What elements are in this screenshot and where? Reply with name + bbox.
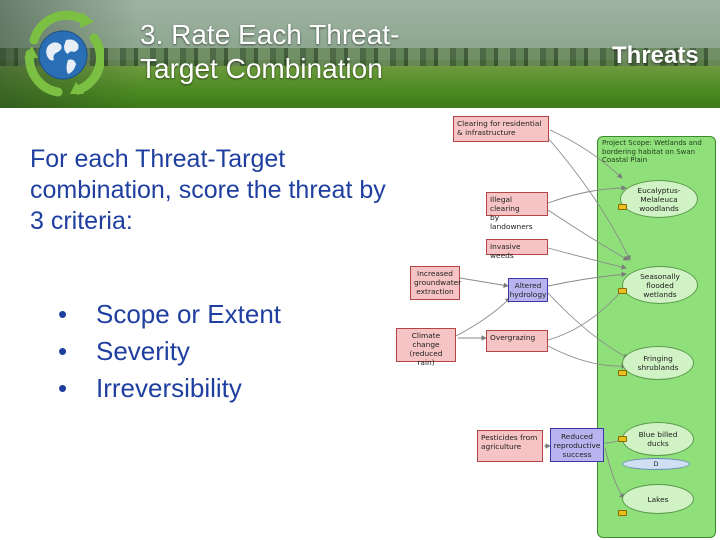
factor-reproductive-line1: Reduced [560,431,593,441]
slide-title-line2: Target Combination [140,53,383,84]
threat-groundwater-line2: groundwater [414,278,462,287]
subtarget-d: D [622,458,690,470]
threat-pesticides: Pesticides from agriculture [477,430,543,462]
intro-text: For each Threat-Target combination, scor… [30,145,386,235]
threat-illegal-clearing-line1: Illegal clearing [490,195,520,213]
threat-pesticides-line2: agriculture [481,442,522,451]
slide-title: 3. Rate Each Threat- Target Combination [140,18,490,86]
banner-treeline [0,48,720,68]
threats-heading: Threats [612,42,699,69]
criteria-list: Scope or Extent Severity Irreversibility [58,296,281,407]
threat-overgrazing-line1: Overgrazing [490,333,536,342]
factor-reproductive-line2: reproductive [553,440,601,450]
factor-altered-hydrology-line1: Altered [514,281,542,290]
target-wetlands-line2: flooded [646,280,674,290]
criteria-item-irreversibility: Irreversibility [58,370,281,407]
threat-illegal-clearing: Illegal clearing by landowners [486,192,548,231]
target-eucalyptus-line3: woodlands [639,203,679,213]
criteria-item-scope: Scope or Extent [58,296,281,333]
factor-reduced-reproductive-success: Reduced reproductive success [550,428,604,462]
target-status-tick [618,204,627,210]
banner-grass [0,66,720,108]
threat-groundwater: Increased groundwater extraction [410,266,462,300]
threat-clearing: Clearing for residential & infrastructur… [453,116,549,142]
factor-altered-hydrology: Altered hydrology [508,278,548,302]
target-status-tick [618,370,627,376]
target-status-tick [618,288,627,294]
target-status-tick [618,510,627,516]
threat-invasive-weeds-line1: Invasive weeds [490,242,521,260]
threat-groundwater-line3: extraction [416,287,454,296]
factor-reproductive-line3: success [562,449,592,459]
target-fringing-shrublands: Fringing shrublands [622,346,694,380]
target-lakes: Lakes [622,484,694,514]
target-lakes-line1: Lakes [647,494,669,504]
slide-title-line1: 3. Rate Each Threat- [140,19,400,50]
target-blue-billed-ducks: Blue billed ducks [622,422,694,456]
target-status-tick [618,436,627,442]
threat-pesticides-line1: Pesticides from [481,433,538,442]
diagram-links [455,129,631,499]
header-banner [0,0,720,108]
target-eucalyptus-line1: Eucalyptus- [637,185,681,195]
target-eucalyptus-line2: Melaleuca [640,194,678,204]
target-wetlands-line1: Seasonally [640,271,680,281]
target-seasonally-flooded-wetlands: Seasonally flooded wetlands [622,266,698,304]
threat-clearing-line2: & infrastructure [457,128,516,137]
target-ducks-line2: ducks [647,439,669,448]
threat-overgrazing: Overgrazing [486,330,548,352]
project-scope-label: Project Scope: Wetlands and bordering ha… [602,139,702,164]
threat-climate-change-line1: Climate [411,331,441,340]
threat-climate-change-line3: (reduced rain) [409,349,443,367]
threat-diagram: Project Scope: Wetlands and bordering ha… [390,108,720,540]
globe-recycle-arrows-icon [24,10,104,97]
target-shrublands-line2: shrublands [637,363,679,372]
target-shrublands-line1: Fringing [643,354,673,363]
target-wetlands-line3: wetlands [643,289,677,299]
threat-groundwater-line1: Increased [417,269,453,278]
threat-climate-change-line2: change [412,340,440,349]
threat-invasive-weeds: Invasive weeds [486,239,548,260]
threat-illegal-clearing-line2: by landowners [490,213,533,231]
threat-climate-change: Climate change (reduced rain) [396,328,456,367]
target-eucalyptus-woodlands: Eucalyptus- Melaleuca woodlands [620,180,698,218]
subtarget-d-label: D [653,460,659,468]
factor-altered-hydrology-line2: hydrology [509,290,547,299]
threat-clearing-line1: Clearing for residential [457,119,542,128]
target-ducks-line1: Blue billed [638,430,678,439]
criteria-item-severity: Severity [58,333,281,370]
